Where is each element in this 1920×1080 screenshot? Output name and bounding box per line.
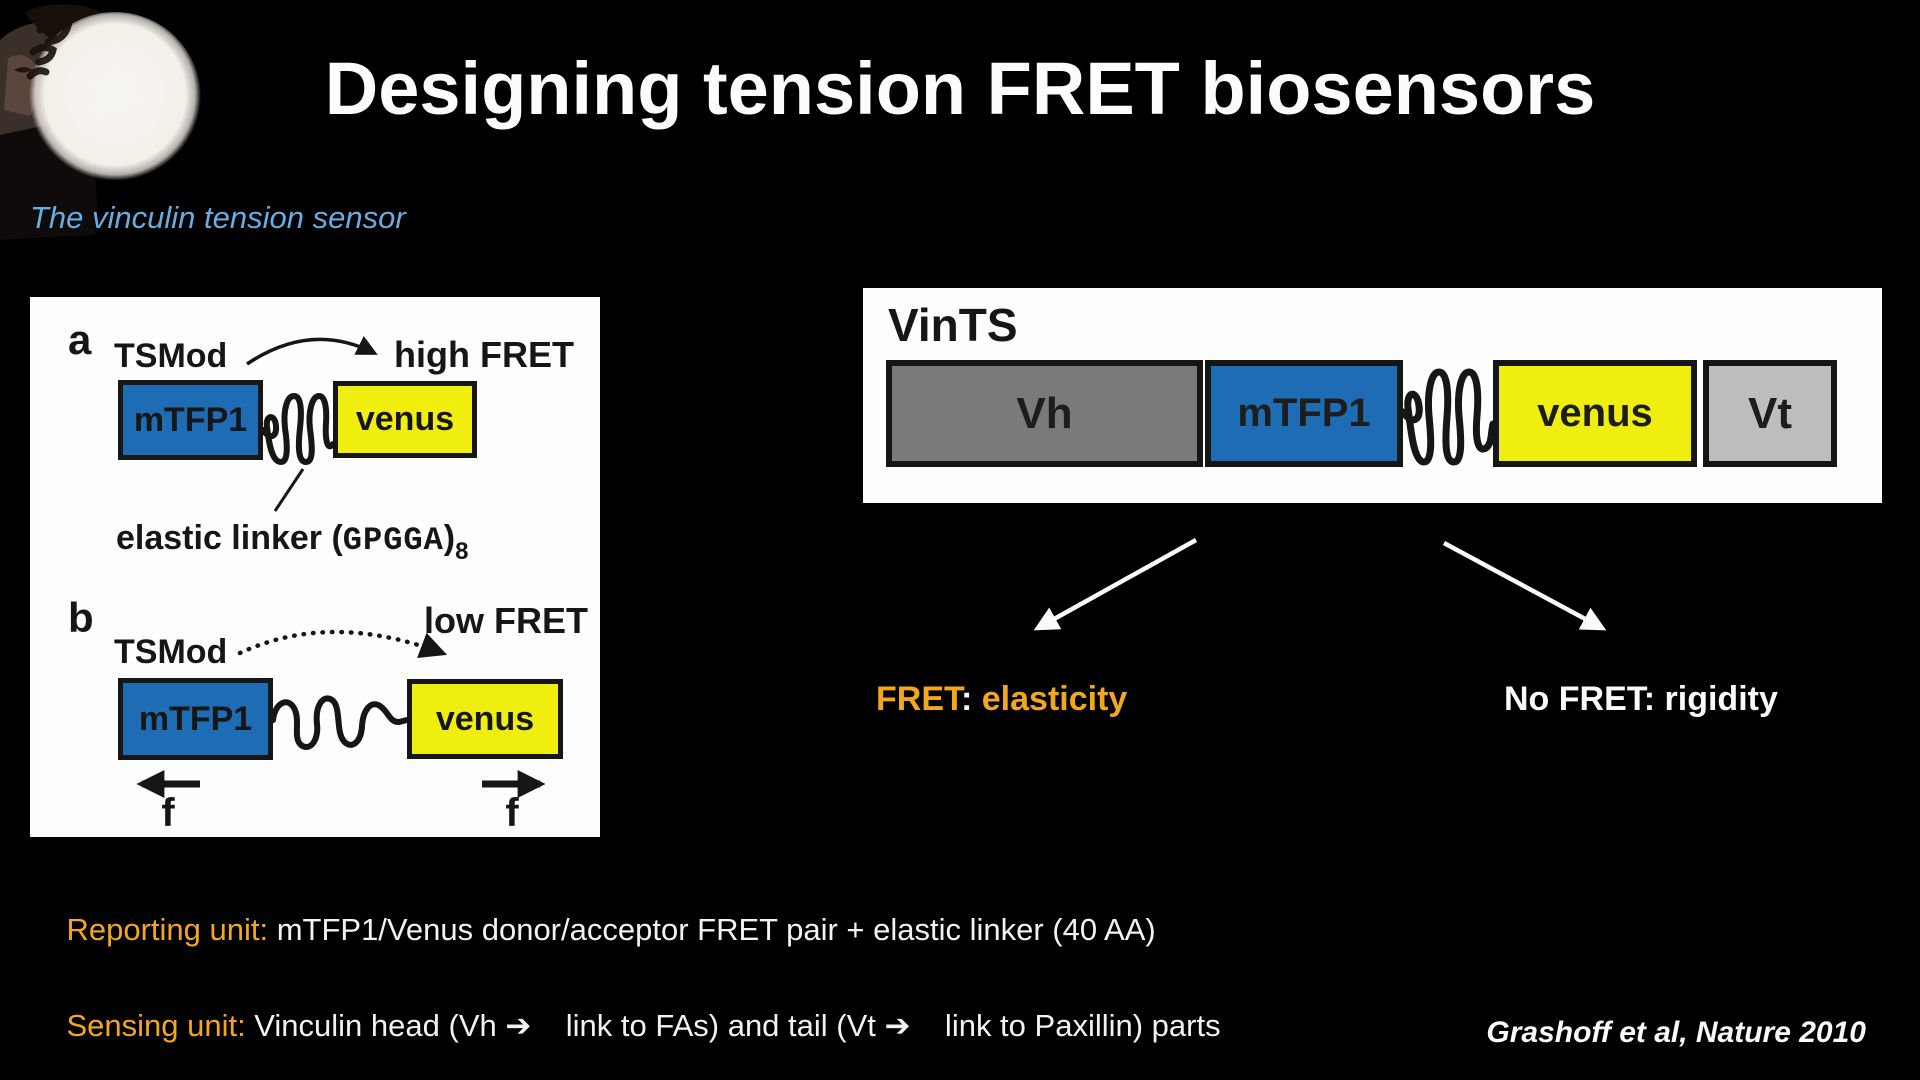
venus-segment: venus [1493, 360, 1697, 467]
vints-figure-panel: VinTS Vh mTFP1 venus Vt [863, 288, 1882, 503]
fret-colon: : [961, 680, 973, 718]
venus-box-a: venus [333, 381, 477, 458]
reporting-unit-line: Reporting unit: mTFP1/Venus donor/accept… [32, 876, 1156, 984]
fret-elasticity-callout: FRET: elasticity [876, 680, 1127, 719]
panel-a-label: a [68, 316, 92, 363]
vints-title: VinTS [888, 299, 1018, 351]
sensing-unit-label: Sensing unit: [66, 1008, 246, 1043]
low-fret-dotted-arrow [237, 629, 448, 659]
mtfp1-box-b: mTFP1 [118, 678, 273, 760]
vh-segment: Vh [886, 360, 1203, 467]
vt-segment: Vt [1703, 360, 1837, 467]
fret-rest: elasticity [972, 680, 1128, 718]
low-fret-label: low FRET [424, 600, 588, 641]
high-fret-label: high FRET [394, 334, 574, 375]
linker-pointer-line [273, 468, 305, 512]
force-label-right: f [505, 791, 519, 835]
elastic-linker-subscript: 8 [455, 538, 469, 565]
no-fret-rigidity-callout: No FRET: rigidity [1504, 680, 1778, 718]
high-fret-arrow [246, 336, 378, 366]
panel-b-label: b [68, 594, 94, 641]
elastic-linker-close: ) [443, 519, 456, 557]
mtfp1-segment: mTFP1 [1205, 360, 1403, 467]
tsmod-label-a: TSMod [114, 337, 228, 375]
stretched-linker-squiggle [270, 695, 410, 750]
elastic-linker-sequence: GPGGA [342, 522, 444, 559]
citation: Grashoff et al, Nature 2010 [1486, 1016, 1866, 1049]
tsmod-label-b: TSMod [114, 633, 228, 671]
sensing-unit-line: Sensing unit: Vinculin head (Vh ➔ link t… [32, 972, 1221, 1080]
arrow-to-fret-elasticity [1033, 538, 1198, 631]
arrow-to-no-fret [1442, 541, 1607, 631]
venus-box-b: venus [407, 679, 563, 759]
elastic-linker-label: elastic linker (GPGGA)8 [116, 519, 468, 566]
force-label-left: f [161, 791, 175, 835]
fret-word: FRET [876, 680, 961, 718]
reporting-unit-text: mTFP1/Venus donor/acceptor FRET pair + e… [268, 912, 1156, 947]
slide-title: Designing tension FRET biosensors [324, 47, 1596, 130]
elastic-linker-prefix: elastic linker ( [116, 519, 343, 557]
mtfp1-box-a: mTFP1 [118, 380, 263, 460]
vints-linker-squiggle [1399, 368, 1497, 466]
sensing-unit-text: Vinculin head (Vh ➔ link to FAs) and tai… [245, 1008, 1221, 1043]
relaxed-linker-squiggle [260, 392, 336, 466]
tsmod-figure-panel: a TSMod high FRET mTFP1 venus elastic li… [30, 297, 600, 837]
slide-subtitle: The vinculin tension sensor [30, 200, 406, 235]
reporting-unit-label: Reporting unit: [66, 912, 269, 947]
